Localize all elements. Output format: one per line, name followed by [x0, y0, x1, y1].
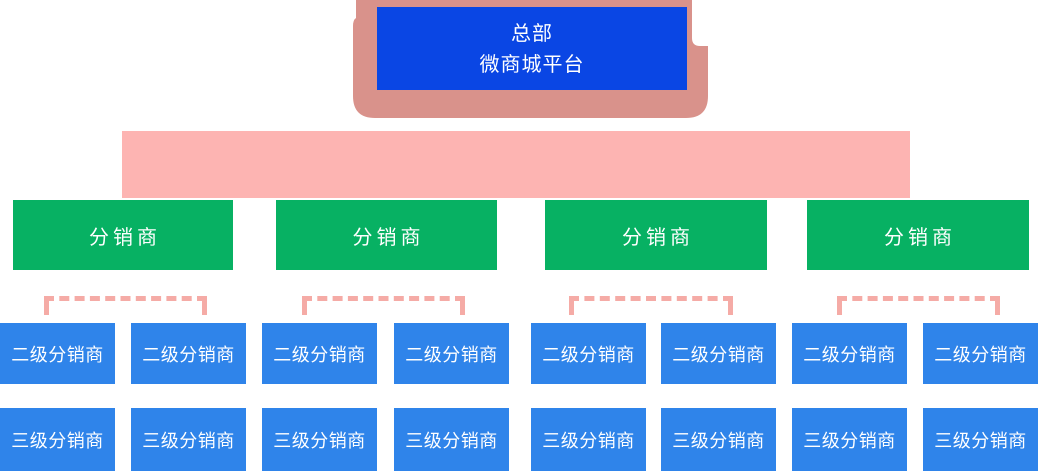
root-node-line2: 微商城平台 [479, 51, 585, 76]
level3-node-7: 三级分销商 [792, 408, 907, 471]
level3-node-2: 三级分销商 [131, 408, 246, 471]
level3-node-3: 三级分销商 [262, 408, 377, 471]
connector-band [122, 131, 910, 198]
level2-node-2-label: 二级分销商 [142, 344, 235, 366]
level3-node-8: 三级分销商 [923, 408, 1038, 471]
root-node: 总部 微商城平台 [377, 7, 687, 90]
level2-node-8: 二级分销商 [923, 323, 1038, 384]
level3-node-8-label: 三级分销商 [934, 430, 1027, 452]
level3-node-2-label: 三级分销商 [142, 430, 235, 452]
distributor-node-3-label: 分销商 [622, 224, 694, 249]
distributor-node-2: 分销商 [276, 200, 497, 270]
distributor-node-3: 分销商 [545, 200, 767, 270]
distributor-node-2-label: 分销商 [352, 224, 425, 249]
level3-node-1-label: 三级分销商 [11, 430, 104, 452]
level3-node-6: 三级分销商 [661, 408, 776, 471]
level3-node-6-label: 三级分销商 [672, 430, 765, 452]
level3-node-5: 三级分销商 [531, 408, 646, 471]
level2-node-7: 二级分销商 [792, 323, 907, 384]
level2-node-5: 二级分销商 [531, 323, 646, 384]
root-node-line1: 总部 [511, 20, 553, 45]
level2-node-5-label: 二级分销商 [542, 344, 635, 366]
dashed-bracket-3 [569, 296, 733, 315]
dashed-bracket-1 [44, 296, 207, 315]
level3-node-4: 三级分销商 [394, 408, 509, 471]
level2-node-3: 二级分销商 [262, 323, 377, 384]
level2-node-3-label: 二级分销商 [273, 344, 366, 366]
dashed-bracket-2 [302, 296, 465, 315]
level3-node-7-label: 三级分销商 [803, 430, 896, 452]
level2-node-8-label: 二级分销商 [934, 344, 1027, 366]
distributor-node-4: 分销商 [807, 200, 1029, 270]
level2-node-4: 二级分销商 [394, 323, 509, 384]
level3-node-5-label: 三级分销商 [542, 430, 635, 452]
distributor-node-4-label: 分销商 [884, 224, 956, 249]
level2-node-1-label: 二级分销商 [11, 344, 104, 366]
level2-node-6: 二级分销商 [661, 323, 776, 384]
level2-node-1: 二级分销商 [0, 323, 115, 384]
level2-node-2: 二级分销商 [131, 323, 246, 384]
level2-node-6-label: 二级分销商 [672, 344, 765, 366]
level3-node-3-label: 三级分销商 [273, 430, 366, 452]
level2-node-7-label: 二级分销商 [803, 344, 896, 366]
distributor-node-1-label: 分销商 [89, 224, 161, 249]
level3-node-4-label: 三级分销商 [405, 430, 498, 452]
dashed-bracket-4 [837, 296, 1000, 315]
level3-node-1: 三级分销商 [0, 408, 115, 471]
distributor-node-1: 分销商 [13, 200, 233, 270]
level2-node-4-label: 二级分销商 [405, 344, 498, 366]
